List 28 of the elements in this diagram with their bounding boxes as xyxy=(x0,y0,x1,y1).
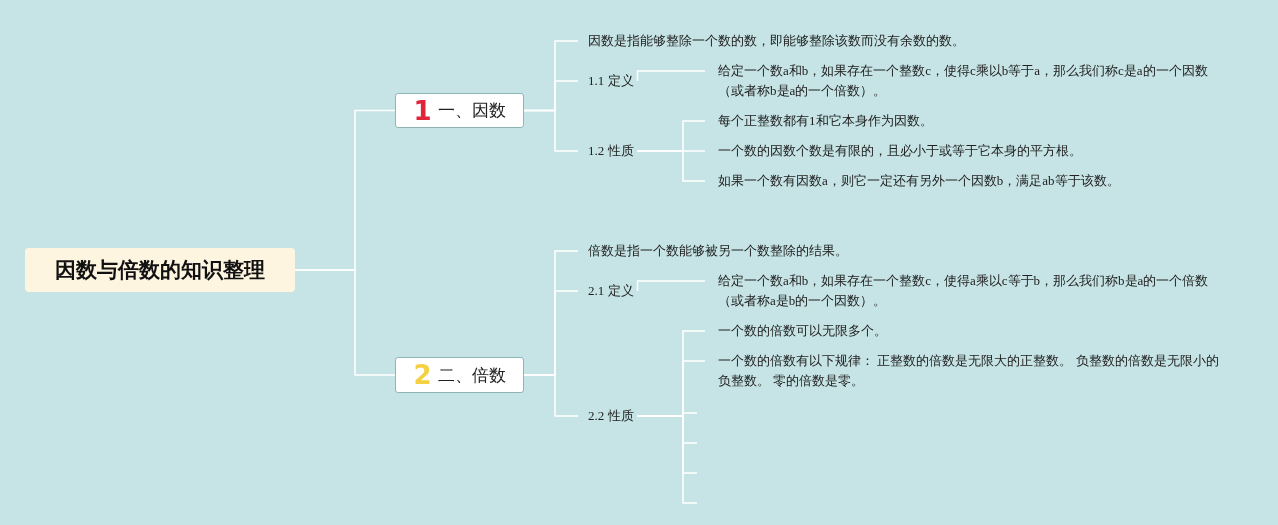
root-topic-box xyxy=(25,248,295,292)
topic-box xyxy=(395,357,524,393)
branch-text: 一个数的倍数可以无限多个。 xyxy=(718,322,888,340)
topic-box xyxy=(395,93,524,128)
subtopic-label: 1.1 定义 xyxy=(588,72,634,90)
branch-text: 如果一个数有因数a，则它一定还有另外一个因数b，满足ab等于该数。 xyxy=(718,172,1121,190)
branch-text: 一个数的因数个数是有限的，且必小于或等于它本身的平方根。 xyxy=(718,142,1083,160)
subtopic-label: 因数是指能够整除一个数的数，即能够整除该数而没有余数的数。 xyxy=(588,32,965,50)
branch-text: 每个正整数都有1和它本身作为因数。 xyxy=(718,112,934,130)
topic-title: 二、倍数 xyxy=(437,363,506,387)
connector-line xyxy=(636,150,706,182)
connector-line xyxy=(636,280,706,292)
topic-title: 一、因数 xyxy=(437,99,506,122)
branch-text: 一个数的倍数有以下规律： 正整数的倍数是无限大的正整数。 负整数的倍数是无限小的负整数。 零的倍数是零。 xyxy=(718,352,1220,390)
connector-line xyxy=(636,70,706,82)
subtopic-label: 倍数是指一个数能够被另一个数整除的结果。 xyxy=(588,242,848,260)
subtopic-label: 1.2 性质 xyxy=(588,142,634,160)
number-marker: 1 xyxy=(413,96,432,125)
subtopic-label: 2.2 性质 xyxy=(588,407,634,425)
connector-line xyxy=(523,109,579,152)
connector-line xyxy=(294,269,396,376)
root-topic-title: 因数与倍数的知识整理 xyxy=(55,257,265,284)
branch-text: 给定一个数a和b，如果存在一个整数c，使得c乘以b等于a，那么我们称c是a的一个因数（或者称b是a的一个倍数）。 xyxy=(718,62,1209,100)
connector-line xyxy=(523,374,579,417)
subtopic-label: 2.1 定义 xyxy=(588,282,634,300)
branch-text: 给定一个数a和b，如果存在一个整数c，使得a乘以c等于b，那么我们称b是a的一个倍数（或者称a是b的一个因数）。 xyxy=(718,272,1210,310)
connector-line xyxy=(636,415,698,504)
number-marker: 2 xyxy=(413,361,432,389)
